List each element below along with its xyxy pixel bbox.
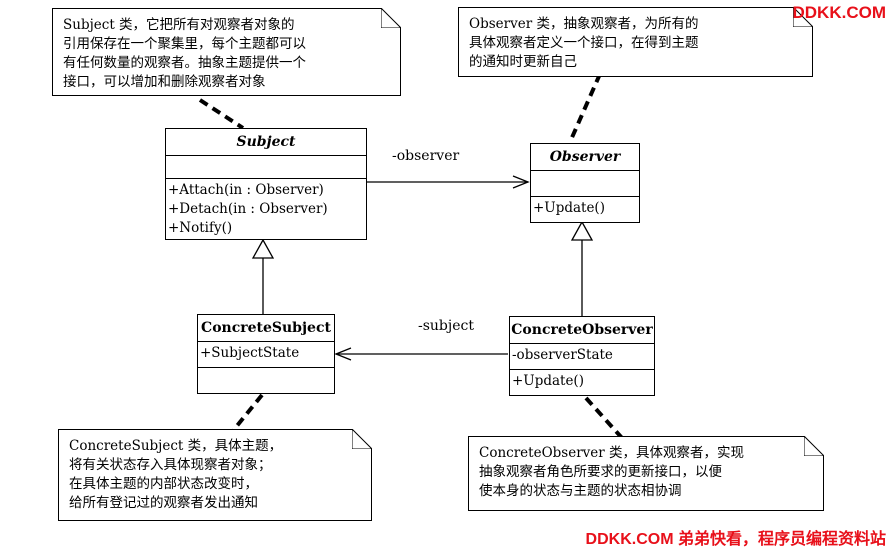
note-line: 具体观察者定义一个接口，在得到主题 (469, 35, 699, 51)
class-name: ConcreteObserver (510, 317, 654, 344)
class-methods: +Attach(in : Observer) +Detach(in : Obse… (166, 179, 366, 240)
subject-class-box: Subject +Attach(in : Observer) +Detach(i… (165, 128, 367, 240)
attribute: +SubjectState (200, 345, 300, 361)
note-line: 抽象观察者角色所要求的更新接口，以便 (479, 464, 722, 480)
method: +Update() (533, 200, 605, 216)
watermark-bottom: DDKK.COM 弟弟快看，程序员编程资料站 (585, 531, 886, 548)
observer-generalization-triangle (570, 220, 594, 241)
note-line: 给所有登记过的观察者发出通知 (69, 495, 258, 511)
note-line: 引用保存在一个聚集里，每个主题都可以 (63, 36, 306, 52)
class-attributes: +SubjectState (198, 342, 334, 368)
note-line: ConcreteObserver 类，具体观察者，实现 (479, 445, 745, 461)
concrete-subject-note: ConcreteSubject 类，具体主题， 将有关状态存入具体现察者对象； … (58, 429, 372, 521)
class-methods: +Update() (531, 197, 639, 220)
subject-generalization-triangle (251, 238, 275, 259)
subject-note: Subject 类，它把所有对观察者对象的 引用保存在一个聚集里，每个主题都可以… (52, 8, 401, 96)
note-line: Subject 类，它把所有对观察者对象的 (63, 17, 295, 33)
class-methods (198, 368, 334, 372)
concrete-observer-class-box: ConcreteObserver -observerState +Update(… (509, 316, 655, 396)
note-line: 有任何数量的观察者。抽象主题提供一个 (63, 55, 306, 71)
attribute: -observerState (512, 347, 613, 363)
observer-class-box: Observer +Update() (530, 143, 640, 223)
method: +Attach(in : Observer) (168, 182, 324, 198)
class-attributes: -observerState (510, 344, 654, 370)
note-fold-icon (793, 7, 813, 27)
class-attributes (166, 156, 366, 179)
method: +Detach(in : Observer) (168, 201, 328, 217)
watermark-top: DDKK.COM (792, 3, 887, 22)
concrete-observer-note-anchor (584, 396, 624, 440)
note-line: 使本身的状态与主题的状态相协调 (479, 483, 682, 499)
subject-note-anchor (198, 98, 245, 130)
observer-note: Observer 类，抽象观察者，为所有的 具体观察者定义一个接口，在得到主题 … (458, 7, 813, 77)
class-name: Observer (531, 144, 639, 171)
class-name: Subject (166, 129, 366, 156)
observer-role-label: -observer (392, 148, 460, 164)
method: +Notify() (168, 220, 233, 236)
note-fold-icon (804, 436, 824, 456)
note-fold-icon (352, 429, 372, 449)
note-line: ConcreteSubject 类，具体主题， (69, 438, 283, 454)
note-fold-icon (381, 8, 401, 28)
note-line: 的通知时更新自己 (469, 54, 577, 70)
subject-role-label: -subject (418, 318, 474, 334)
concrete-observer-note: ConcreteObserver 类，具体观察者，实现 抽象观察者角色所要求的更… (468, 436, 824, 511)
note-line: Observer 类，抽象观察者，为所有的 (469, 16, 699, 32)
class-name: ConcreteSubject (198, 315, 334, 342)
observer-note-anchor (568, 73, 602, 143)
note-line: 接口，可以增加和删除观察者对象 (63, 74, 266, 90)
note-line: 在具体主题的内部状态改变时， (69, 476, 258, 492)
class-methods: +Update() (510, 370, 654, 393)
class-attributes (531, 171, 639, 197)
note-line: 将有关状态存入具体现察者对象； (69, 457, 272, 473)
concrete-subject-class-box: ConcreteSubject +SubjectState (197, 314, 335, 394)
method: +Update() (512, 373, 584, 389)
concrete-subject-note-anchor (230, 393, 264, 434)
